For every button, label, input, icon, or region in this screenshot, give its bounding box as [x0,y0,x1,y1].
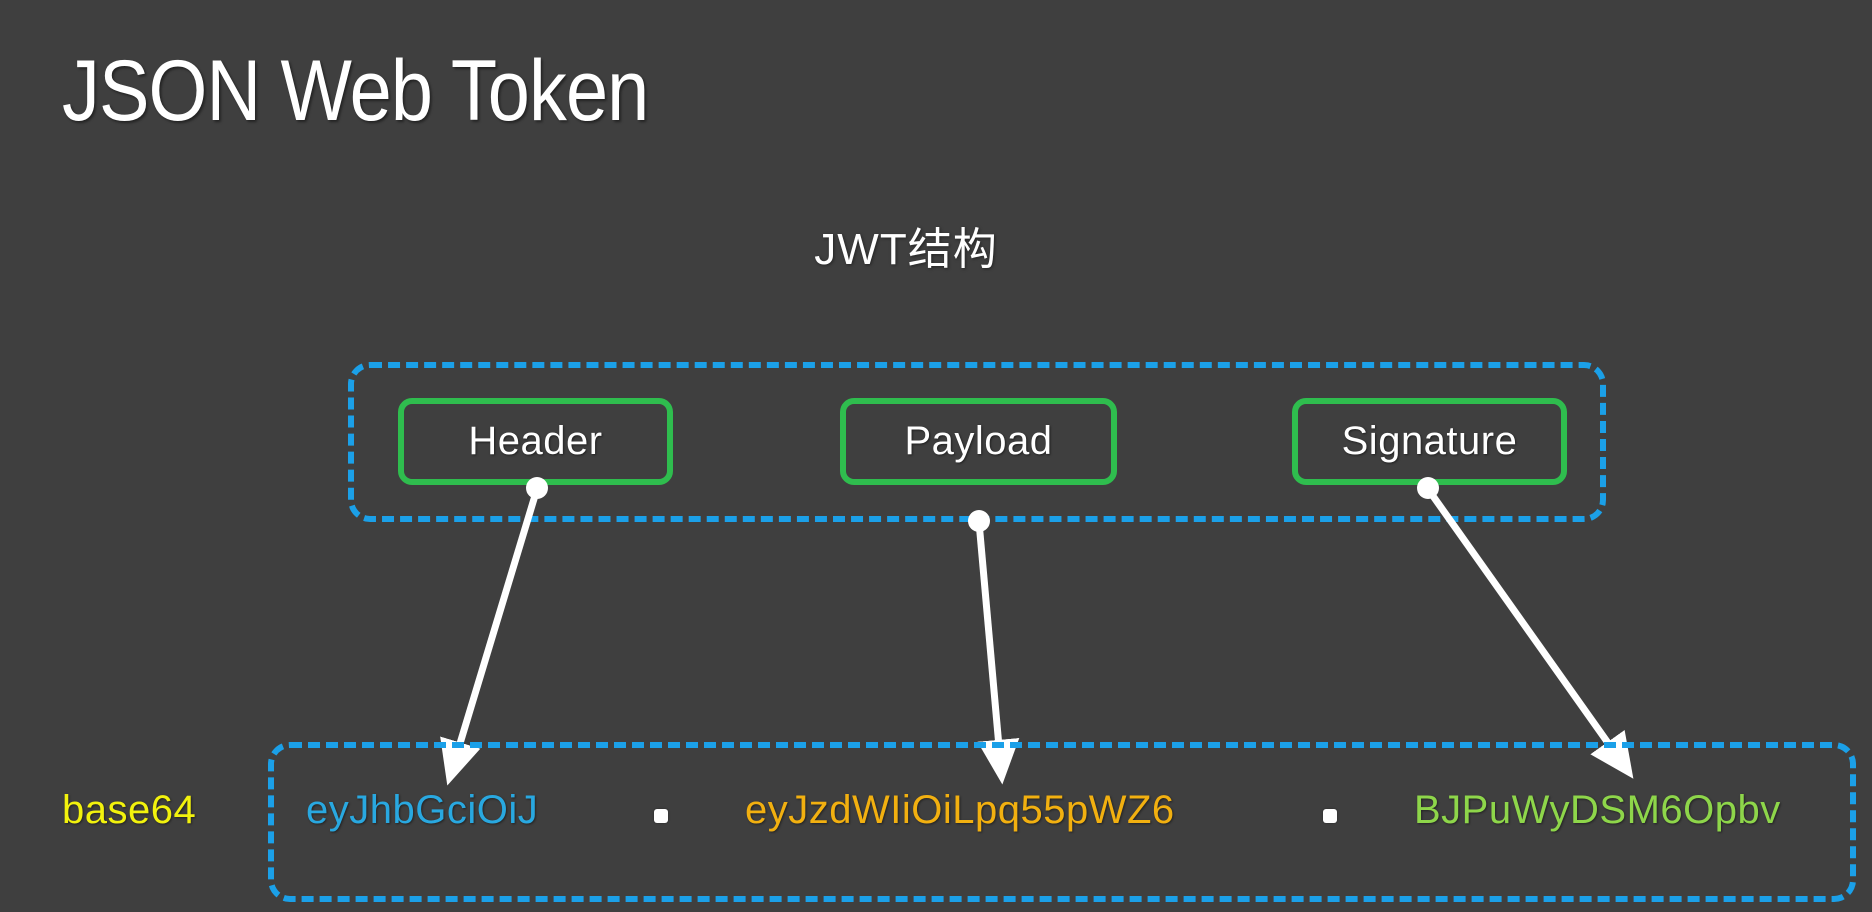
base64-token-group [268,742,1856,902]
token-segment-header: eyJhbGciOiJ [306,788,539,832]
jwt-part-header[interactable]: Header [398,398,673,485]
page-title: JSON Web Token [62,43,649,139]
slide-subtitle-text: JWT结构 [814,225,998,274]
base64-label: base64 [62,788,197,832]
connector-payload [968,510,1020,785]
token-segment-payload: eyJzdWIiOiLpq55pWZ6 [745,788,1175,832]
jwt-part-signature-label: Signature [1341,419,1518,463]
token-segment-signature: BJPuWyDSM6Opbv [1414,788,1781,832]
slide-subtitle: JWT结构 [0,213,1872,277]
jwt-part-payload-label: Payload [904,419,1053,463]
token-separator-dot-2 [1323,809,1337,823]
jwt-part-signature[interactable]: Signature [1292,398,1567,485]
jwt-part-payload[interactable]: Payload [840,398,1117,485]
token-separator-dot-1 [654,809,668,823]
jwt-part-header-label: Header [468,419,603,463]
